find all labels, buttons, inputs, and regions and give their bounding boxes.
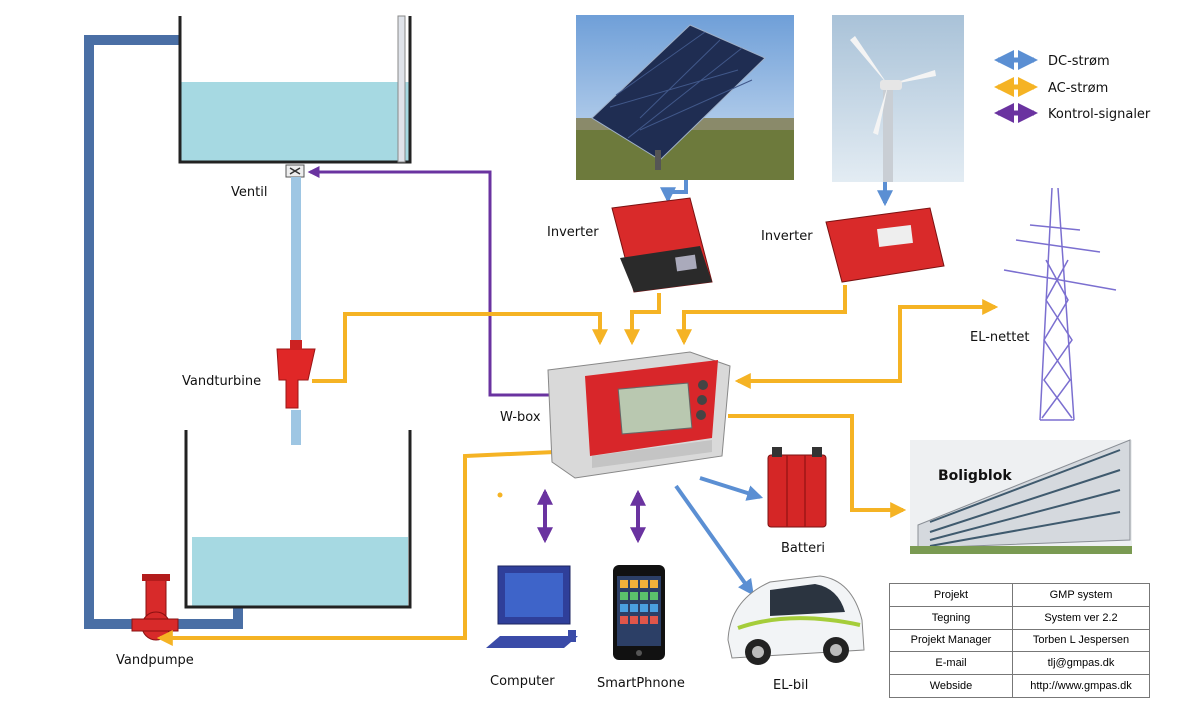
valve-icon — [285, 164, 305, 178]
label-vandpumpe: Vandpumpe — [116, 653, 194, 668]
pump-outlet-pipe — [176, 607, 243, 629]
label-vandturbine: Vandturbine — [182, 374, 261, 389]
dc-lines — [660, 180, 893, 596]
label-wbox: W-box — [500, 410, 541, 425]
falling-water-bottom — [291, 410, 301, 445]
upper-tank-water — [180, 82, 410, 162]
info-value: GMP system — [1012, 583, 1150, 607]
water-pump-icon — [131, 574, 179, 641]
label-inverter-solar: Inverter — [547, 225, 599, 240]
info-key: Projekt — [889, 583, 1013, 607]
info-key: E-mail — [889, 651, 1013, 676]
upper-tank-walls — [178, 16, 412, 164]
info-key: Tegning — [889, 605, 1013, 630]
table-row: Webside http://www.gmpas.dk — [889, 674, 1150, 698]
table-row: E-mail tlj@gmpas.dk — [889, 651, 1150, 676]
label-ventil: Ventil — [231, 185, 267, 200]
label-smartphone: SmartPhnone — [597, 676, 685, 691]
label-el-nettet: EL-nettet — [970, 330, 1029, 345]
legend: DC-strøm AC-strøm Kontrol-signaler — [994, 50, 1151, 123]
info-value: System ver 2.2 — [1012, 605, 1150, 630]
battery-icon — [767, 447, 827, 528]
info-value: http://www.gmpas.dk — [1012, 674, 1150, 698]
solar-panel-image — [576, 15, 794, 180]
label-inverter-wind: Inverter — [761, 229, 813, 244]
inverter-wind-icon — [825, 207, 945, 283]
legend-control-label: Kontrol-signaler — [1048, 107, 1151, 122]
table-row: Tegning System ver 2.2 — [889, 605, 1150, 630]
water-system — [84, 15, 412, 641]
return-pipe — [84, 35, 180, 629]
label-batteri: Batteri — [781, 541, 825, 556]
table-row: Projekt GMP system — [889, 583, 1150, 607]
control-arrows — [537, 488, 646, 544]
lower-tank-walls — [184, 430, 412, 609]
legend-ac-label: AC-strøm — [1048, 81, 1108, 96]
wind-turbine-image — [832, 15, 964, 182]
computer-icon — [486, 565, 578, 648]
info-value: tlj@gmpas.dk — [1012, 651, 1150, 676]
lower-tank-water — [192, 537, 408, 607]
ac-lines — [156, 285, 999, 646]
inverter-solar-icon — [611, 197, 713, 293]
label-computer: Computer — [490, 674, 555, 689]
falling-water-top — [291, 177, 301, 347]
project-info-table: Projekt GMP system Tegning System ver 2.… — [889, 583, 1150, 698]
label-el-bil: EL-bil — [773, 678, 808, 693]
apartment-building-image — [910, 439, 1132, 554]
power-tower-icon — [1003, 187, 1117, 421]
electric-car-icon — [727, 575, 865, 665]
overflow-pipe — [397, 15, 406, 163]
wbox-device — [547, 351, 731, 479]
legend-dc-label: DC-strøm — [1048, 54, 1110, 69]
info-value: Torben L Jespersen — [1012, 628, 1150, 653]
control-line-valve — [307, 166, 560, 397]
info-key: Projekt Manager — [889, 628, 1013, 653]
water-turbine-icon — [276, 340, 316, 409]
table-row: Projekt Manager Torben L Jespersen — [889, 628, 1150, 653]
info-key: Webside — [889, 674, 1013, 698]
label-boligblok: Boligblok — [938, 468, 1012, 484]
smartphone-icon — [613, 565, 665, 660]
